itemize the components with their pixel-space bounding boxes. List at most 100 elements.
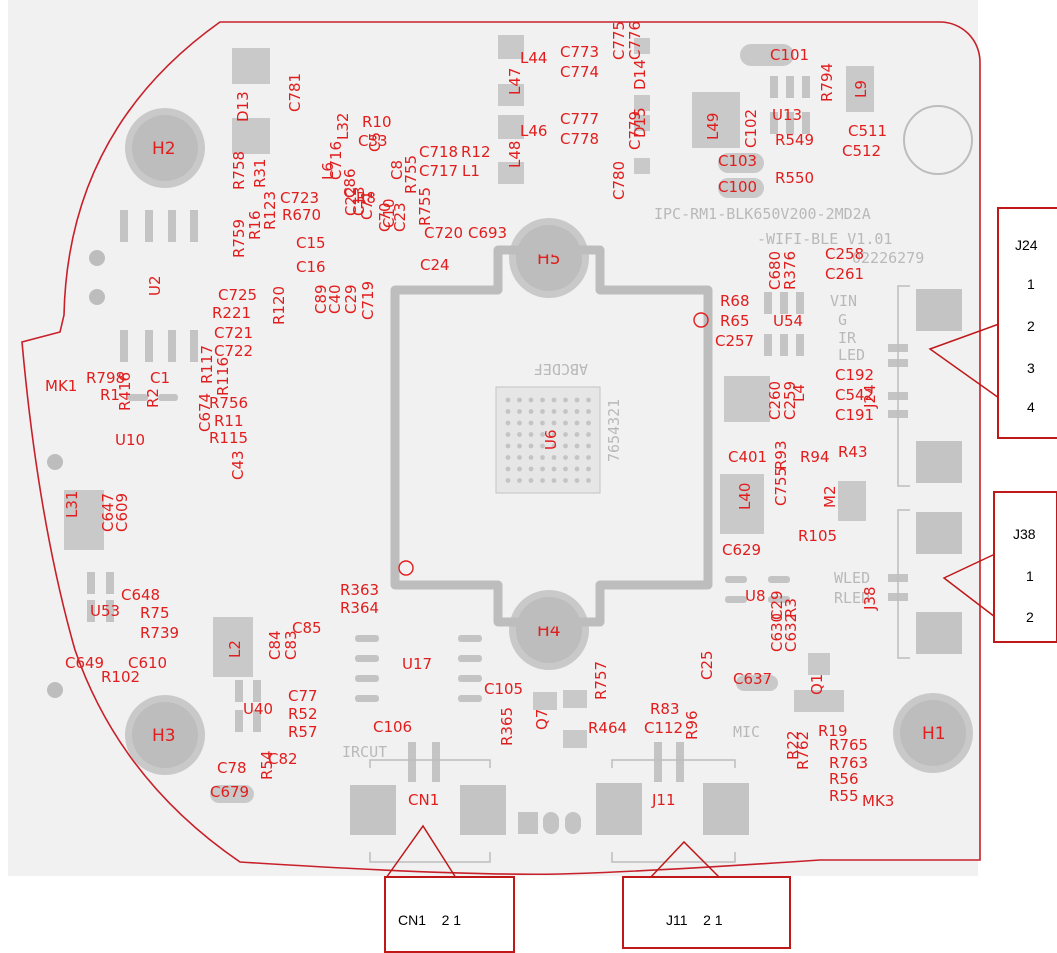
- refdes-r31: R31: [251, 158, 269, 188]
- refdes-c647: C647: [99, 493, 117, 532]
- refdes-r794: R794: [818, 63, 836, 102]
- refdes-c648: C648: [121, 586, 160, 604]
- refdes-c779: C779: [626, 111, 644, 150]
- refdes-c191: C191: [835, 406, 874, 424]
- bga-ball: [586, 466, 591, 472]
- refdes-c29: C29: [768, 590, 786, 620]
- refdes-c29: C29: [342, 284, 360, 314]
- refdes-u8: U8: [745, 587, 766, 605]
- refdes-c401: C401: [728, 448, 767, 466]
- refdes-c8: C8: [388, 160, 406, 180]
- bga-ball: [505, 397, 511, 403]
- refdes-l1: L1: [462, 162, 480, 180]
- callout-j38: J38 1 2: [993, 491, 1057, 643]
- refdes-c609: C609: [113, 493, 131, 532]
- callout-j11-text: J11 2 1: [666, 912, 723, 928]
- bga-ball: [551, 409, 557, 414]
- bga-ball: [528, 478, 534, 483]
- refdes-r365: R365: [498, 707, 516, 746]
- refdes-c70: C70: [376, 202, 394, 232]
- hole-label-h2: H2: [152, 139, 176, 159]
- refdes-c40: C40: [326, 284, 344, 314]
- refdes-r105: R105: [798, 527, 837, 545]
- refdes-d13: D13: [234, 91, 252, 122]
- bga-ball: [586, 455, 591, 460]
- refdes-c71: C71: [358, 190, 376, 220]
- refdes-r55: R55: [829, 787, 859, 805]
- bga-ball: [551, 420, 557, 426]
- refdes-r376: R376: [781, 251, 799, 290]
- bga-ball: [586, 397, 591, 403]
- callout-j24-pin-1: 1: [1027, 276, 1035, 292]
- bga-ball: [551, 397, 557, 403]
- bga-ball: [551, 432, 557, 437]
- refdes-r364: R364: [340, 599, 379, 617]
- refdes-r464: R464: [588, 719, 627, 737]
- silk-g: G: [838, 311, 847, 329]
- bga-ball: [551, 443, 557, 449]
- refdes-c1: C1: [150, 369, 170, 387]
- refdes-c610: C610: [128, 654, 167, 672]
- bga-ball: [528, 466, 534, 472]
- refdes-l4: L4: [790, 384, 808, 402]
- refdes-r416: R416: [116, 372, 134, 411]
- bga-ball: [586, 478, 591, 483]
- refdes-c83: C83: [282, 630, 300, 660]
- refdes-c89: C89: [312, 284, 330, 314]
- refdes-c260: C260: [766, 381, 784, 420]
- refdes-c781: C781: [286, 73, 304, 112]
- refdes-c512: C512: [842, 142, 881, 160]
- bga-ball: [517, 432, 522, 437]
- refdes-c717: C717: [419, 162, 458, 180]
- refdes-c82: C82: [268, 750, 298, 768]
- silk-rled: RLED: [834, 589, 870, 607]
- bga-ball: [517, 409, 522, 414]
- refdes-r1: R1: [100, 386, 120, 404]
- refdes-r757: R757: [592, 661, 610, 700]
- refdes-r755: R755: [402, 155, 420, 194]
- refdes-r43: R43: [838, 443, 868, 461]
- refdes-c774: C774: [560, 63, 599, 81]
- refdes-u17: U17: [402, 655, 432, 673]
- refdes-c679: C679: [210, 783, 249, 801]
- refdes-r755: R755: [416, 187, 434, 226]
- mounting-holes: [125, 105, 973, 775]
- refdes-c25: C25: [698, 650, 716, 680]
- refdes-u54: U54: [773, 312, 803, 330]
- bga-ball: [540, 443, 545, 449]
- bga-ball: [528, 420, 534, 426]
- bga-ball: [551, 478, 557, 483]
- chip-label-u6: U6: [542, 429, 560, 450]
- bga-ball: [563, 420, 568, 426]
- component-footprints: [64, 35, 874, 803]
- refdes-r762: R762: [794, 731, 812, 770]
- bga-ball: [586, 409, 591, 414]
- refdes-c629: C629: [722, 541, 761, 559]
- refdes-c10: C10: [380, 198, 398, 228]
- refdes-c693: C693: [468, 224, 507, 242]
- bga-ball: [505, 443, 511, 449]
- refdes-l32: L32: [334, 113, 352, 140]
- refdes-mk3: MK3: [862, 792, 894, 810]
- bga-ball: [528, 397, 534, 403]
- refdes-c649: C649: [65, 654, 104, 672]
- refdes-c101: C101: [770, 46, 809, 64]
- connector-pads: [350, 289, 962, 835]
- bga-ball: [517, 397, 522, 403]
- bga-ball: [574, 409, 580, 414]
- bga-ball: [574, 432, 580, 437]
- refdes-l44: L44: [520, 49, 547, 67]
- refdes-r22: R22: [784, 730, 802, 760]
- refdes-r739: R739: [140, 624, 179, 642]
- refdes-r549: R549: [775, 131, 814, 149]
- bga-ball: [574, 478, 580, 483]
- refdes-c722: C722: [214, 342, 253, 360]
- bga-ball: [574, 443, 580, 449]
- refdes-r765: R765: [829, 736, 868, 754]
- refdes-c630: C630: [768, 613, 786, 652]
- bga-ball: [517, 443, 522, 449]
- hole-label-h3: H3: [152, 726, 176, 746]
- bga-ball: [551, 455, 557, 460]
- bga-ball: [517, 420, 522, 426]
- refdes-q7: Q7: [533, 709, 551, 730]
